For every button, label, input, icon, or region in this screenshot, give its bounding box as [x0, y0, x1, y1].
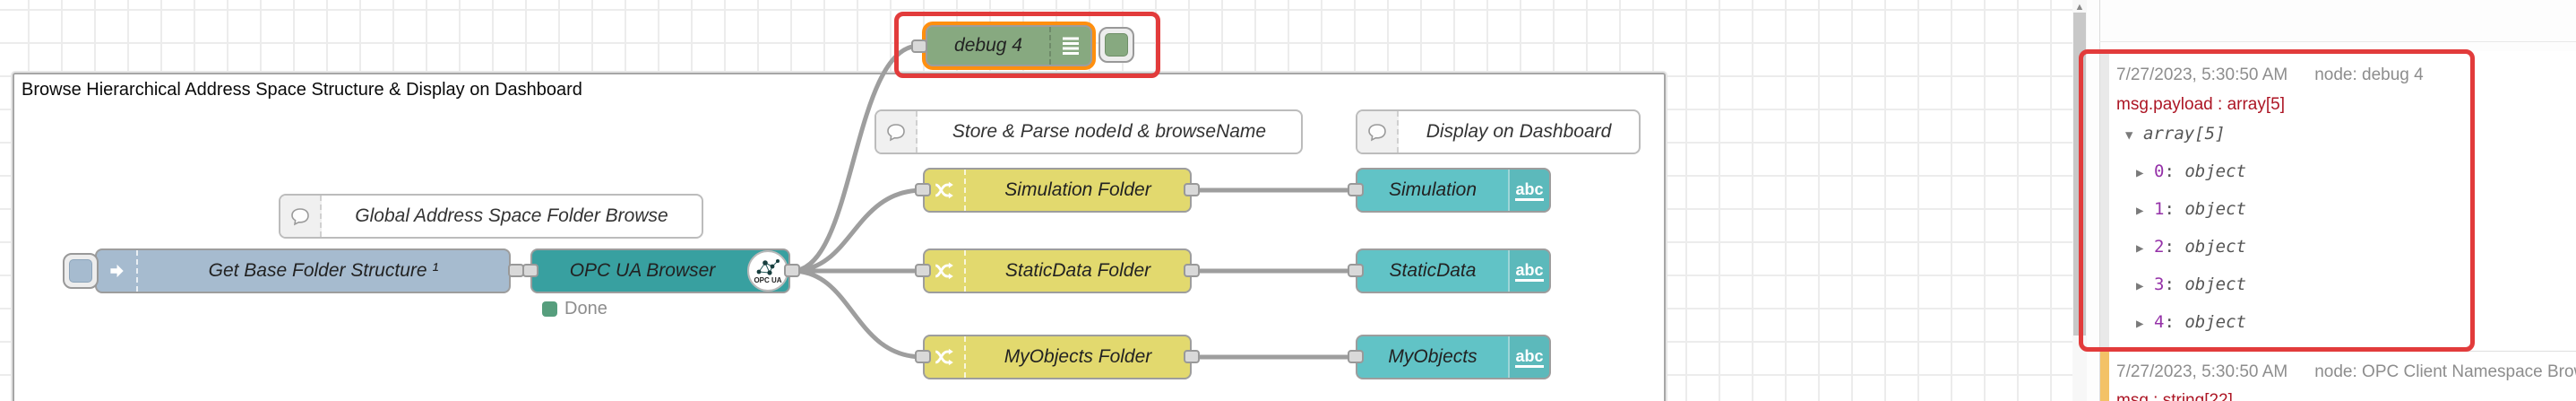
node-label: OPC UA Browser [569, 260, 716, 281]
json-tree-item[interactable]: ▶3: object [2136, 275, 2246, 294]
wire-browser-myobjects [789, 268, 926, 360]
inject-arrow-icon [97, 250, 138, 292]
json-tree-root[interactable]: ▼ array[5] [2125, 124, 2226, 144]
node-port[interactable] [1348, 183, 1364, 196]
inject-node[interactable]: Get Base Folder Structure ¹ [95, 248, 511, 293]
list-icon [1049, 27, 1090, 65]
speech-bubble-icon [876, 111, 918, 153]
node-port[interactable] [915, 350, 931, 363]
tree-root-label: array[5] [2143, 124, 2226, 144]
abc-text-icon: abc [1508, 170, 1549, 211]
debug-node[interactable]: debug 4 [926, 25, 1092, 66]
node-port[interactable] [1184, 264, 1200, 277]
node-label: StaticData [1389, 260, 1477, 281]
speech-bubble-icon [1357, 111, 1399, 153]
speech-bubble-icon [280, 196, 322, 237]
wire-browser-simulation [789, 187, 926, 274]
node-port[interactable] [1184, 350, 1200, 363]
debug-sidebar: 7/27/2023, 5:30:50 AM node: debug 4 msg.… [2087, 0, 2576, 401]
comment-label: Global Address Space Folder Browse [355, 205, 668, 226]
switch-node-myobjects[interactable]: MyObjects Folder [923, 335, 1192, 379]
opcua-badge-icon: OPC UA [747, 250, 788, 292]
switch-node-staticdata[interactable]: StaticData Folder [923, 248, 1192, 293]
comment-node-store-parse[interactable]: Store & Parse nodeId & browseName [874, 109, 1303, 154]
debug-message[interactable]: 7/27/2023, 5:30:50 AM node: OPC Client N… [2100, 351, 2576, 401]
expanded-triangle-icon[interactable]: ▼ [2125, 128, 2133, 143]
sidebar-divider [2099, 0, 2100, 401]
scroll-up-arrow-icon[interactable]: ▲ [2074, 1, 2085, 13]
abc-text-icon: abc [1508, 336, 1549, 378]
node-port[interactable] [1184, 183, 1200, 196]
node-label: Simulation [1388, 179, 1478, 200]
opcua-browser-node[interactable]: OPC UA Browser [530, 248, 790, 293]
node-label: Simulation Folder [1004, 179, 1151, 200]
shuffle-icon [925, 250, 966, 292]
json-tree-item[interactable]: ▶2: object [2136, 237, 2246, 257]
node-label: MyObjects [1388, 346, 1478, 367]
json-tree-item[interactable]: ▶0: object [2136, 161, 2246, 181]
message-path[interactable]: msg.payload : array[5] [2116, 95, 2285, 114]
wires[interactable] [0, 0, 2072, 401]
group-label: Browse Hierarchical Address Space Struct… [22, 80, 582, 100]
node-status: Done [542, 299, 607, 319]
abc-text-icon: abc [1508, 250, 1549, 292]
node-label: Get Base Folder Structure ¹ [208, 260, 439, 281]
ui-text-node-myobjects[interactable]: MyObjects abc [1356, 335, 1551, 379]
canvas-vertical-scrollbar[interactable]: ▲ [2072, 0, 2087, 401]
comment-node-global-browse[interactable]: Global Address Space Folder Browse [279, 194, 703, 239]
opcua-badge-label: OPC UA [754, 276, 782, 284]
node-port[interactable] [915, 183, 931, 196]
comment-label: Display on Dashboard [1426, 121, 1612, 142]
scrollbar-thumb[interactable] [2073, 13, 2086, 336]
wire-browser-debug [789, 43, 922, 274]
debug-enable-toggle[interactable] [1098, 27, 1134, 63]
comment-label: Store & Parse nodeId & browseName [952, 121, 1267, 142]
message-source-node[interactable]: node: OPC Client Namespace Brow [2314, 362, 2576, 381]
ui-text-node-simulation[interactable]: Simulation abc [1356, 168, 1551, 213]
collapsed-triangle-icon[interactable]: ▶ [2136, 241, 2144, 256]
message-timestamp: 7/27/2023, 5:30:50 AM [2116, 362, 2288, 381]
message-source-node[interactable]: node: debug 4 [2314, 65, 2424, 84]
node-label: StaticData Folder [1004, 260, 1151, 281]
shuffle-icon [925, 336, 966, 378]
status-dot-icon [542, 301, 557, 317]
json-tree-item[interactable]: ▶1: object [2136, 199, 2246, 219]
node-port[interactable] [784, 264, 800, 277]
inject-trigger-button[interactable] [63, 253, 99, 289]
node-label: debug 4 [954, 35, 1022, 56]
collapsed-triangle-icon[interactable]: ▶ [2136, 279, 2144, 293]
json-tree-item[interactable]: ▶4: object [2136, 312, 2246, 332]
ui-text-node-staticdata[interactable]: StaticData abc [1356, 248, 1551, 293]
message-divider [2099, 41, 2576, 42]
node-port[interactable] [522, 264, 538, 277]
node-port[interactable] [1348, 264, 1364, 277]
debug-message[interactable]: 7/27/2023, 5:30:50 AM node: debug 4 msg.… [2100, 51, 2576, 350]
node-port[interactable] [911, 39, 927, 53]
collapsed-triangle-icon[interactable]: ▶ [2136, 204, 2144, 218]
status-text: Done [564, 299, 607, 318]
switch-node-simulation[interactable]: Simulation Folder [923, 168, 1192, 213]
flow-canvas[interactable]: Browse Hierarchical Address Space Struct… [0, 0, 2072, 401]
message-timestamp: 7/27/2023, 5:30:50 AM [2116, 65, 2288, 84]
node-port[interactable] [915, 264, 931, 277]
collapsed-triangle-icon[interactable]: ▶ [2136, 317, 2144, 331]
shuffle-icon [925, 170, 966, 211]
collapsed-triangle-icon[interactable]: ▶ [2136, 166, 2144, 180]
comment-node-display-dashboard[interactable]: Display on Dashboard [1356, 109, 1641, 154]
node-label: MyObjects Folder [1004, 346, 1152, 367]
message-path[interactable]: msg : string[22] [2116, 391, 2233, 401]
node-port[interactable] [1348, 350, 1364, 363]
